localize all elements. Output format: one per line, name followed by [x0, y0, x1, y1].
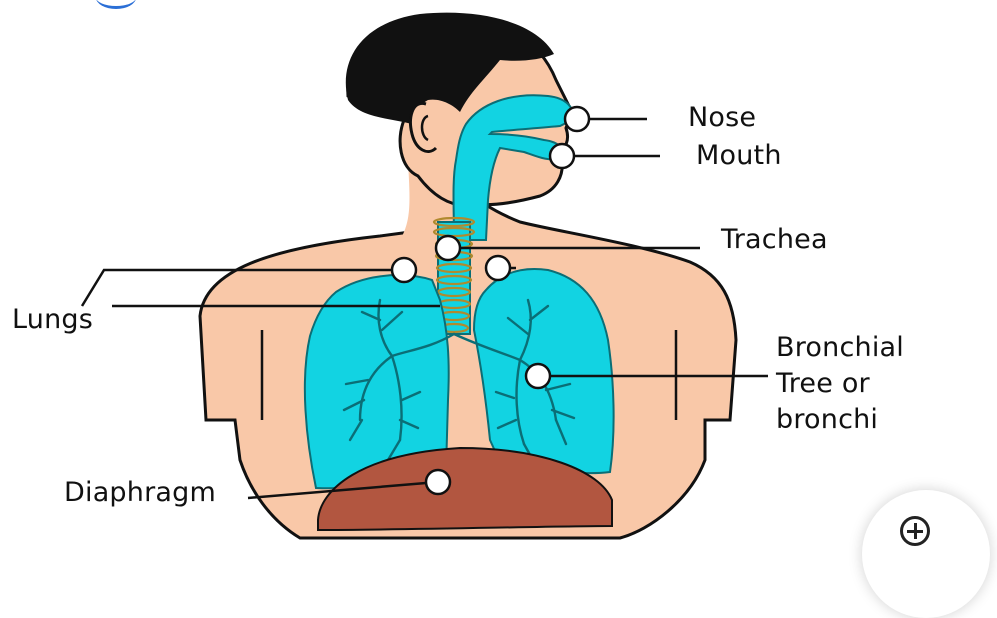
label-bronchial-line-2: Tree or	[776, 366, 904, 402]
marker-trachea	[436, 236, 460, 260]
label-trachea: Trachea	[721, 224, 828, 256]
marker-diaphragm	[426, 470, 450, 494]
label-mouth: Mouth	[696, 140, 782, 172]
label-bronchial-line-1: Bronchial	[776, 330, 904, 366]
label-diaphragm: Diaphragm	[64, 477, 216, 509]
marker-right-lung	[486, 256, 510, 280]
label-bronchial-line-3: bronchi	[776, 402, 904, 438]
marker-mouth	[550, 144, 574, 168]
marker-left-lung	[392, 258, 416, 282]
zoom-in-button[interactable]	[862, 490, 990, 618]
label-nose: Nose	[688, 102, 756, 134]
respiratory-system-diagram	[0, 0, 997, 542]
marker-bronchi	[526, 364, 550, 388]
marker-nose	[565, 107, 589, 131]
label-bronchial-tree: Bronchial Tree or bronchi	[776, 330, 904, 438]
label-lungs: Lungs	[12, 304, 93, 336]
